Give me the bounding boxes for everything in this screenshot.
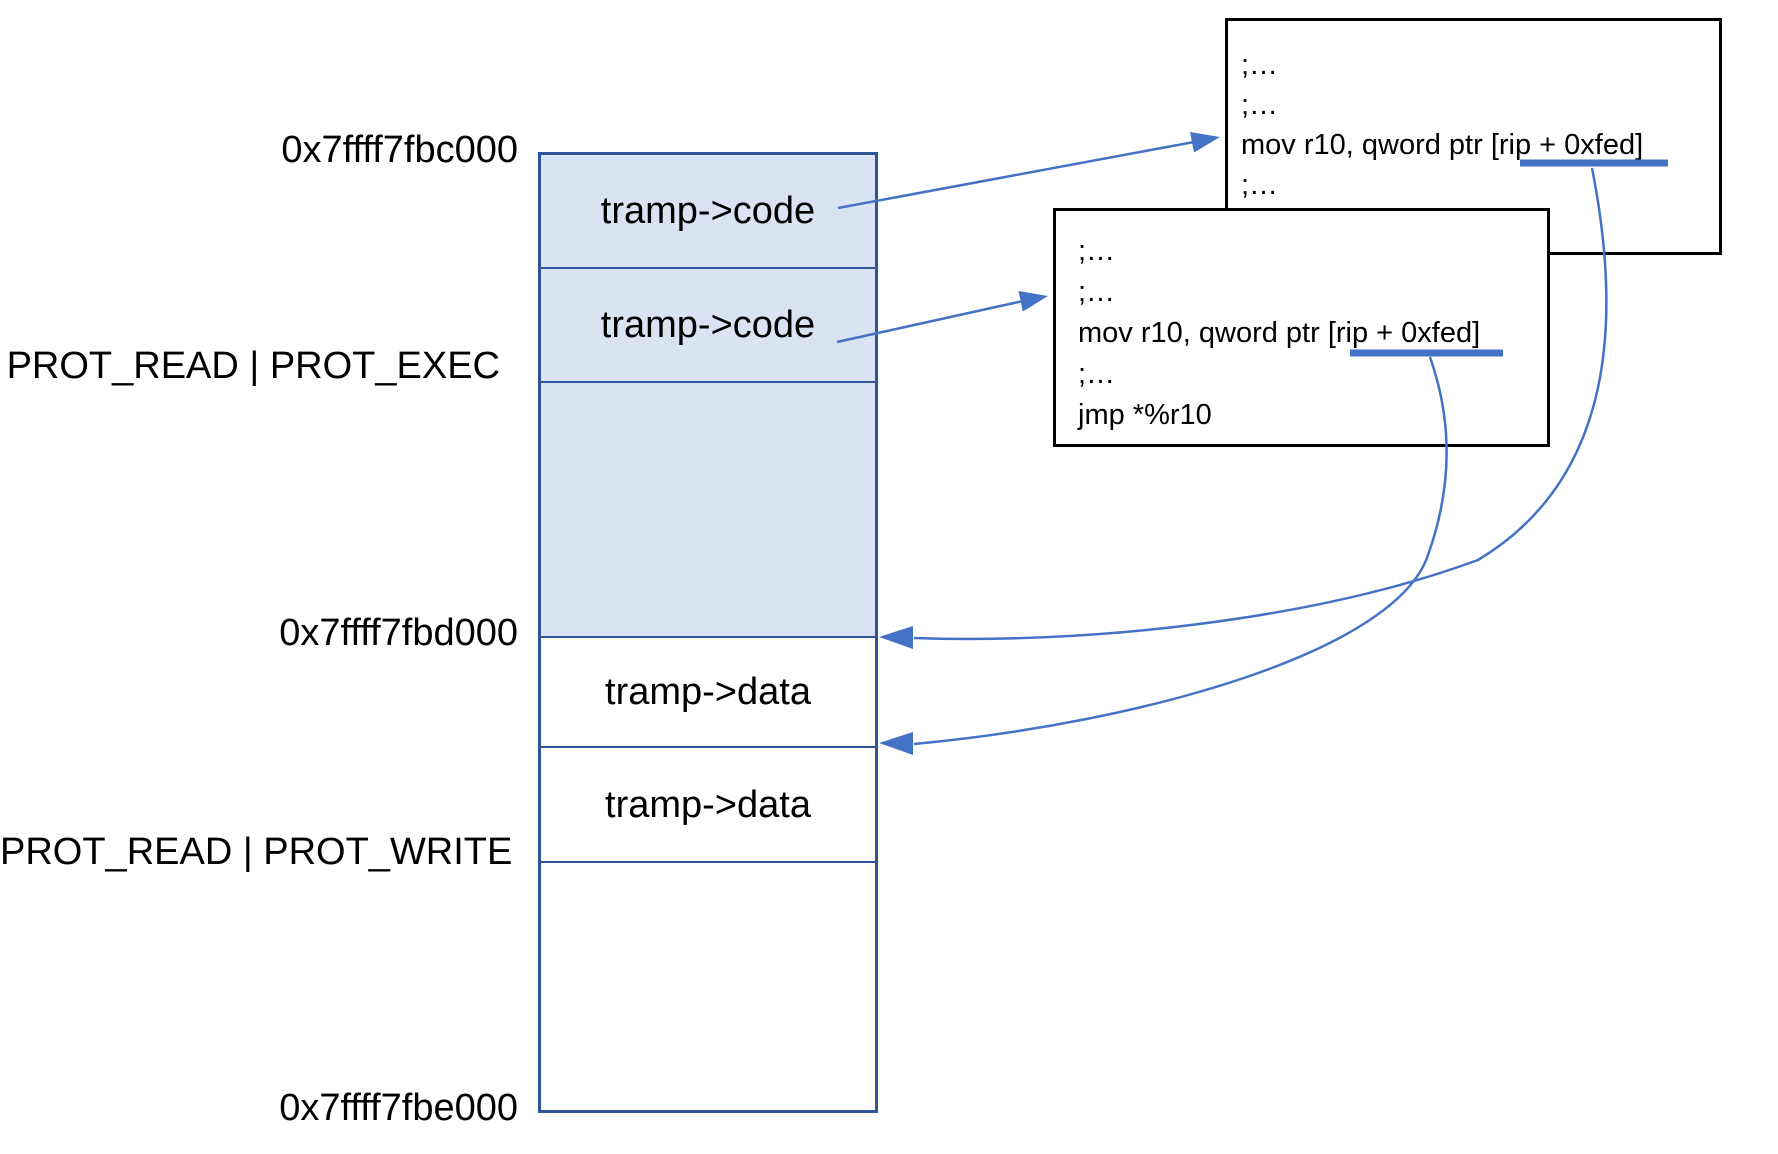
arrowhead-right-icon [1190,132,1220,153]
asm-line: ;… [1241,169,1279,201]
address-label-0x7ffff7fbc000: 0x7ffff7fbc000 [281,129,518,171]
memory-section-exec-unused [541,381,875,636]
protection-label-read-exec: PROT_READ | PROT_EXEC [6,345,500,387]
memory-section-tramp-data-2: tramp->data [541,746,875,861]
asm-line: ;… [1078,358,1116,390]
asm-line: ;… [1241,49,1279,81]
memory-section-label: tramp->code [600,190,816,232]
arrowhead-right-icon [1018,291,1048,312]
memory-section-label: tramp->data [605,783,811,826]
arrowhead-left-icon [879,732,913,755]
asm-line: mov r10, qword ptr [rip + 0xfed] [1078,317,1481,349]
protection-label-read-write: PROT_READ | PROT_WRITE [0,831,513,873]
memory-section-write-unused [541,861,875,1110]
memory-section-tramp-data-1: tramp->data [541,636,875,746]
asm-line: jmp *%r10 [1078,399,1212,431]
asm-box-trampoline-2: ;… ;… mov r10, qword ptr [rip + 0xfed] ;… [1053,208,1550,447]
asm-line: ;… [1078,276,1116,308]
memory-section-label: tramp->code [600,304,816,346]
memory-section-tramp-code-1: tramp->code [541,155,875,267]
address-label-0x7ffff7fbe000: 0x7ffff7fbe000 [279,1087,518,1129]
memory-section-tramp-code-2: tramp->code [541,267,875,381]
memory-column: tramp->code tramp->code tramp->data tram… [538,152,878,1113]
asm-line: ;… [1241,89,1279,121]
arrowhead-left-icon [879,626,913,649]
memory-section-label: tramp->data [605,671,811,713]
arrow-code1-to-asm-box-1 [837,132,1220,210]
asm-line: ;… [1078,235,1116,267]
address-label-0x7ffff7fbd000: 0x7ffff7fbd000 [279,612,518,654]
asm-line: mov r10, qword ptr [rip + 0xfed] [1241,129,1644,161]
